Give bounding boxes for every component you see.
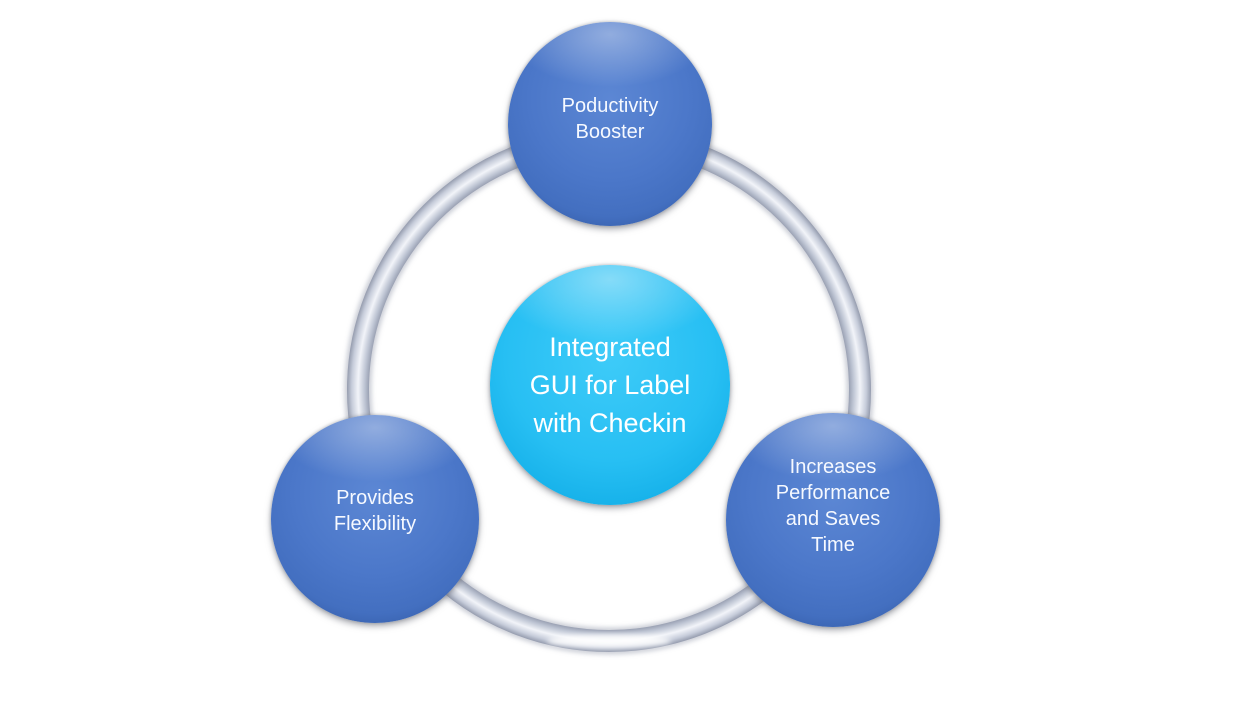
ring-highlight xyxy=(547,634,671,648)
node-productivity-booster: Poductivity Booster xyxy=(508,22,712,226)
node-increases-performance: Increases Performance and Saves Time xyxy=(726,413,940,627)
node-label: Provides Flexibility xyxy=(333,487,417,535)
node-label: Poductivity Booster xyxy=(561,95,659,143)
node-integrated-gui-center: Integrated GUI for Label with Checkin xyxy=(490,265,730,505)
node-label: Integrated GUI for Label with Checkin xyxy=(529,332,691,438)
node-provides-flexibility: Provides Flexibility xyxy=(271,415,479,623)
node-label: Increases Performance and Saves Time xyxy=(775,456,891,556)
